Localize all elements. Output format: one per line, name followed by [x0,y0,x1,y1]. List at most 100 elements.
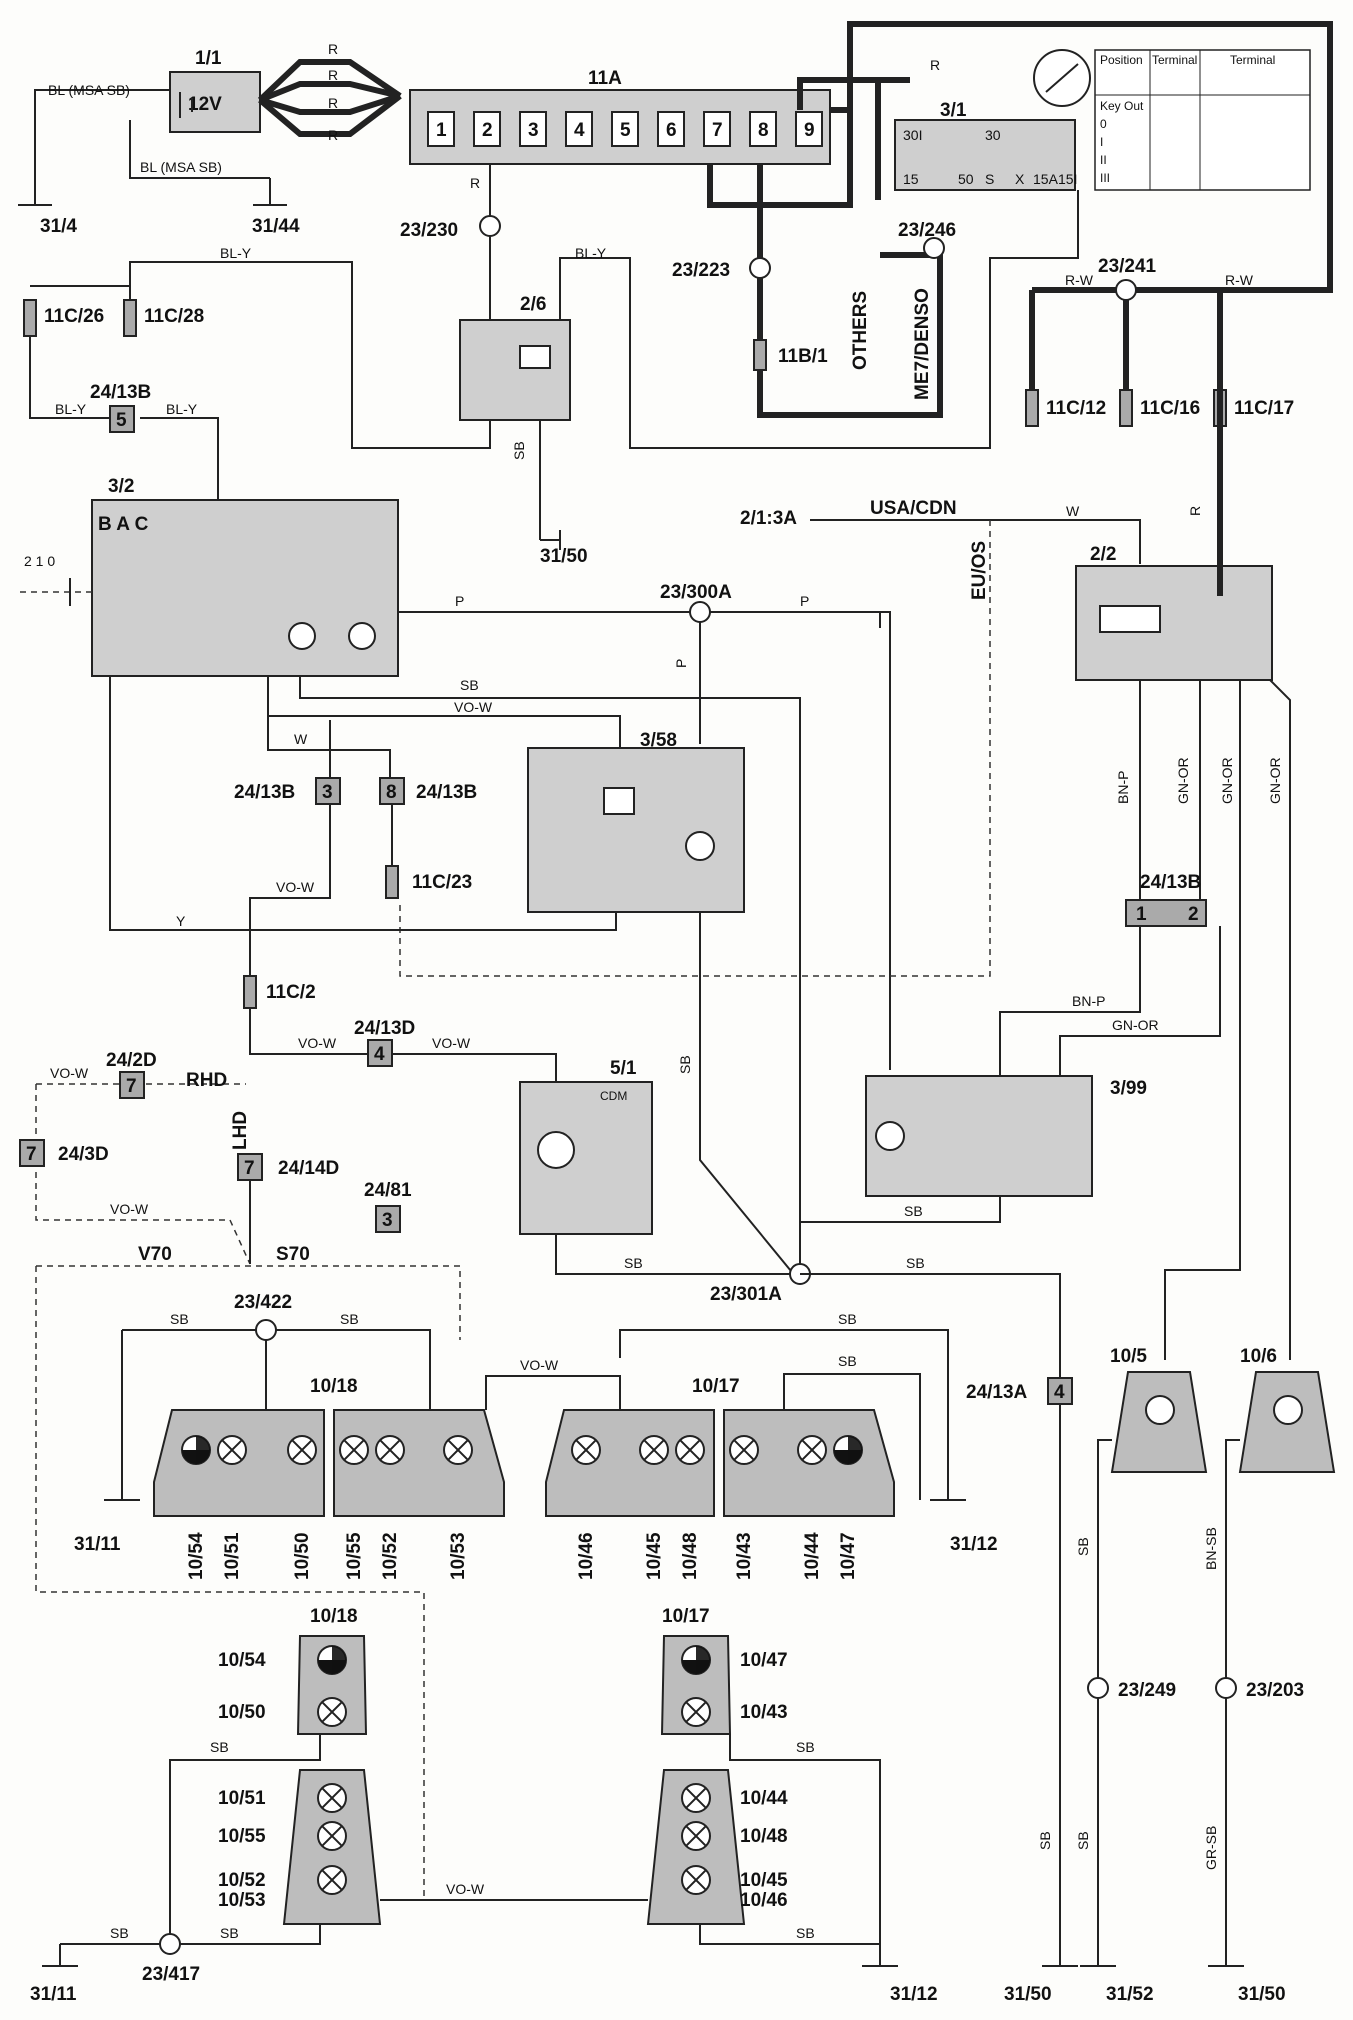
svg-text:Terminal: Terminal [1152,53,1197,67]
connector-24-81-3: 3 24/81 [364,1180,412,1233]
svg-text:24/2D: 24/2D [106,1050,157,1071]
svg-text:GN-OR: GN-OR [1112,1017,1159,1033]
lamp-label: 10/43 [740,1702,788,1723]
svg-text:3/1: 3/1 [940,100,967,121]
svg-text:2: 2 [1188,904,1199,925]
svg-text:3: 3 [528,120,539,141]
svg-text:SB: SB [340,1311,359,1327]
fuse-11a-7: 7 [703,111,731,147]
svg-text:VO-W: VO-W [276,879,315,895]
svg-text:3/58: 3/58 [640,730,677,751]
svg-text:10/18: 10/18 [310,1376,358,1397]
lamp-label: 10/44 [802,1532,823,1580]
fuse-11a-9: 9 [795,111,823,147]
lamp-v70-7 [639,1435,669,1465]
svg-text:12V: 12V [188,94,222,115]
svg-text:23/422: 23/422 [234,1292,292,1313]
svg-text:2 1 0: 2 1 0 [24,553,55,569]
ground-31-12-mid: 31/12 [930,1499,998,1555]
lamp-s70-right-1 [681,1697,711,1727]
lamp-label: 10/50 [292,1532,313,1580]
svg-text:4: 4 [574,120,585,141]
lamp-v70-6 [571,1435,601,1465]
svg-text:SB: SB [170,1311,189,1327]
connector-24-14d-7: 7 24/14D [237,1153,339,1181]
svg-text:GN-OR: GN-OR [1267,757,1283,804]
ground-31-4: 31/4 [18,178,77,237]
svg-text:BL-Y: BL-Y [55,401,87,417]
svg-text:24/13D: 24/13D [354,1018,415,1039]
table-row-label: Key Out [1100,99,1144,113]
svg-text:7: 7 [26,1144,37,1165]
svg-text:24/3D: 24/3D [58,1144,109,1165]
svg-text:11C/23: 11C/23 [412,872,472,893]
lamp-v70-11 [833,1435,863,1465]
svg-text:15A: 15A [1033,171,1059,187]
svg-text:7: 7 [712,120,723,141]
svg-text:2/1:3A: 2/1:3A [740,508,797,529]
svg-text:3: 3 [322,782,333,803]
connector-24-13a-4: 4 24/13A [966,1377,1073,1405]
lamp-s70-right-0 [681,1645,711,1675]
table-row-label: III [1100,171,1110,185]
svg-text:SB: SB [838,1311,857,1327]
svg-text:11C/2: 11C/2 [266,982,316,1003]
lamp-label: 10/46 [576,1532,597,1580]
svg-text:BL-Y: BL-Y [166,401,198,417]
svg-text:SB: SB [220,1925,239,1941]
svg-text:31/4: 31/4 [40,216,77,237]
svg-text:15: 15 [903,171,919,187]
svg-text:23/241: 23/241 [1098,256,1157,277]
svg-text:W: W [1066,503,1080,519]
svg-text:R: R [930,57,940,73]
svg-text:ME7/DENSO: ME7/DENSO [912,288,933,400]
lamp-v70-9 [729,1435,759,1465]
svg-text:11B/1: 11B/1 [778,346,828,367]
table-row-label: 0 [1100,117,1107,131]
lamp-10-6: 10/6 [1238,1346,1336,1473]
svg-text:VO-W: VO-W [454,699,493,715]
svg-text:VO-W: VO-W [298,1035,337,1051]
svg-text:SB: SB [1075,1537,1091,1556]
svg-text:2: 2 [482,120,493,141]
ground-31-52: 31/52 [1080,1956,1154,2005]
svg-text:W: W [294,731,308,747]
lamp-label: 10/44 [740,1788,788,1809]
svg-text:SB: SB [1037,1831,1053,1850]
svg-text:CDM: CDM [600,1089,627,1103]
svg-text:7: 7 [126,1076,137,1097]
splice-23-241: 23/241 [1098,256,1157,301]
splice-23-230: 23/230 [400,215,501,241]
svg-text:23/230: 23/230 [400,220,458,241]
lamp-label: 10/47 [740,1650,788,1671]
svg-text:SB: SB [904,1203,923,1219]
lamp-s70-left-1 [317,1697,347,1727]
lamp-v70-3 [339,1435,369,1465]
svg-text:5/1: 5/1 [610,1058,637,1079]
fuse-11c-17: 11C/17 [1213,389,1294,427]
svg-text:31/11: 31/11 [30,1984,77,2005]
ground-31-11-mid: 31/11 [74,1499,140,1555]
ground-31-12: 31/12 [862,1944,938,2005]
relay-2-2: 2/2 [1075,544,1273,681]
ignition-switch-3-1: 3/1 30I 30 15 50 S X 15A 15I [894,49,1091,191]
svg-text:R: R [328,67,338,83]
lamp-10-5: 10/5 [1110,1346,1208,1473]
svg-text:R: R [328,41,338,57]
svg-text:23/301A: 23/301A [710,1284,782,1305]
svg-text:R-W: R-W [1225,272,1254,288]
svg-text:VO-W: VO-W [110,1201,149,1217]
svg-text:8: 8 [758,120,769,141]
lamp-label: 10/54 [186,1532,207,1580]
fuse-11c-2: 11C/2 [243,975,316,1009]
lamp-v70-1 [217,1435,247,1465]
lamp-label: 10/51 [222,1532,243,1580]
svg-text:VO-W: VO-W [520,1357,559,1373]
svg-text:R: R [328,127,338,143]
svg-text:11C/12: 11C/12 [1046,398,1106,419]
svg-text:10/6: 10/6 [1240,1346,1277,1367]
svg-text:8: 8 [386,782,397,803]
